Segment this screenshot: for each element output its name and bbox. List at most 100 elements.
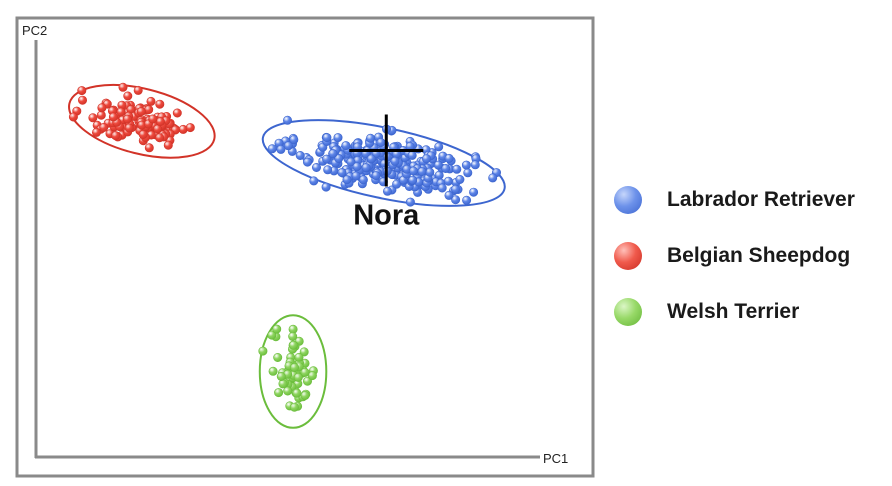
data-point-labrador-retriever: [469, 187, 479, 197]
data-point-welsh-terrier: [273, 352, 283, 362]
data-point-belgian-sheepdog: [172, 108, 182, 118]
plot-frame: [15, 16, 595, 478]
data-point-labrador-retriever: [342, 175, 352, 185]
legend-label: Welsh Terrier: [667, 300, 800, 323]
data-point-labrador-retriever: [463, 168, 473, 178]
data-point-belgian-sheepdog: [122, 114, 132, 124]
data-point-labrador-retriever: [444, 153, 454, 163]
data-point-labrador-retriever: [382, 186, 392, 196]
series-welsh-terrier: [258, 314, 328, 429]
data-point-welsh-terrier: [278, 379, 288, 389]
data-point-labrador-retriever: [408, 166, 418, 176]
data-point-belgian-sheepdog: [108, 112, 118, 122]
annotation-label: Nora: [353, 200, 420, 232]
data-point-welsh-terrier: [300, 390, 310, 400]
data-point-labrador-retriever: [351, 171, 361, 181]
data-point-labrador-retriever: [437, 183, 447, 193]
legend-marker-belgian-sheepdog: [614, 242, 642, 270]
y-axis-label: PC2: [22, 23, 47, 38]
data-point-welsh-terrier: [300, 367, 310, 377]
data-point-belgian-sheepdog: [88, 113, 98, 123]
legend: Labrador Retriever Belgian Sheepdog Wels…: [614, 172, 855, 340]
data-point-labrador-retriever: [333, 133, 343, 143]
data-point-belgian-sheepdog: [136, 107, 146, 117]
data-point-belgian-sheepdog: [124, 123, 134, 133]
data-point-labrador-retriever: [337, 168, 347, 178]
data-point-labrador-retriever: [322, 133, 332, 143]
legend-marker-labrador-retriever: [614, 186, 642, 214]
data-point-labrador-retriever: [443, 176, 453, 186]
data-point-labrador-retriever: [451, 195, 461, 205]
data-point-labrador-retriever: [346, 157, 356, 167]
data-point-labrador-retriever: [309, 176, 319, 186]
legend-marker-welsh-terrier: [614, 298, 642, 326]
data-point-welsh-terrier: [276, 371, 286, 381]
data-point-labrador-retriever: [322, 154, 332, 164]
data-point-labrador-retriever: [302, 157, 312, 167]
data-point-belgian-sheepdog: [155, 133, 165, 143]
data-point-labrador-retriever: [488, 173, 498, 183]
data-point-labrador-retriever: [455, 175, 465, 185]
data-point-labrador-retriever: [470, 160, 480, 170]
data-point-welsh-terrier: [288, 331, 298, 341]
data-point-labrador-retriever: [282, 115, 292, 125]
data-point-labrador-retriever: [295, 151, 305, 161]
data-point-labrador-retriever: [421, 154, 431, 164]
data-point-belgian-sheepdog: [148, 114, 158, 124]
data-point-welsh-terrier: [283, 386, 293, 396]
data-point-belgian-sheepdog: [77, 86, 87, 96]
data-point-belgian-sheepdog: [133, 85, 143, 95]
data-point-labrador-retriever: [321, 182, 331, 192]
data-point-belgian-sheepdog: [155, 117, 165, 127]
data-point-labrador-retriever: [450, 184, 460, 194]
data-point-belgian-sheepdog: [78, 95, 88, 105]
data-point-welsh-terrier: [267, 330, 277, 340]
data-point-labrador-retriever: [371, 171, 381, 181]
data-point-belgian-sheepdog: [116, 107, 126, 117]
legend-item-welsh-terrier[interactable]: Welsh Terrier: [614, 284, 855, 340]
data-point-welsh-terrier: [258, 346, 268, 356]
data-point-labrador-retriever: [434, 142, 444, 152]
series-layer: [68, 82, 506, 429]
data-point-welsh-terrier: [289, 402, 299, 412]
x-axis-label: PC1: [543, 451, 568, 466]
data-point-welsh-terrier: [289, 362, 299, 372]
data-point-labrador-retriever: [452, 164, 462, 174]
data-point-labrador-retriever: [361, 163, 371, 173]
legend-item-labrador-retriever[interactable]: Labrador Retriever: [614, 172, 855, 228]
data-point-belgian-sheepdog: [155, 99, 165, 109]
confidence-ellipse-belgian-sheepdog: [68, 83, 216, 159]
data-point-labrador-retriever: [444, 190, 454, 200]
data-point-labrador-retriever: [461, 160, 471, 170]
data-point-welsh-terrier: [307, 371, 317, 381]
data-point-labrador-retriever: [433, 160, 443, 170]
data-point-welsh-terrier: [299, 347, 309, 357]
data-point-labrador-retriever: [334, 154, 344, 164]
data-point-labrador-retriever: [267, 144, 277, 154]
crosshair-marker: [349, 114, 424, 187]
confidence-ellipse-welsh-terrier: [258, 314, 328, 429]
data-point-belgian-sheepdog: [68, 112, 78, 122]
data-point-labrador-retriever: [352, 162, 362, 172]
data-point-labrador-retriever: [462, 195, 472, 205]
data-point-labrador-retriever: [283, 141, 293, 151]
data-point-labrador-retriever: [390, 156, 400, 166]
legend-item-belgian-sheepdog[interactable]: Belgian Sheepdog: [614, 228, 855, 284]
data-point-labrador-retriever: [276, 144, 286, 154]
data-point-labrador-retriever: [417, 167, 427, 177]
data-point-welsh-terrier: [288, 340, 298, 350]
data-point-labrador-retriever: [407, 150, 417, 160]
data-point-labrador-retriever: [392, 179, 402, 189]
data-point-labrador-retriever: [408, 175, 418, 185]
data-point-labrador-retriever: [365, 133, 375, 143]
data-point-belgian-sheepdog: [185, 123, 195, 133]
data-point-welsh-terrier: [274, 388, 284, 398]
data-point-welsh-terrier: [268, 366, 278, 376]
data-point-belgian-sheepdog: [144, 105, 154, 115]
data-point-labrador-retriever: [289, 135, 299, 145]
data-point-welsh-terrier: [272, 324, 282, 334]
data-point-belgian-sheepdog: [92, 127, 102, 137]
data-point-labrador-retriever: [366, 154, 376, 164]
data-point-labrador-retriever: [341, 141, 351, 151]
